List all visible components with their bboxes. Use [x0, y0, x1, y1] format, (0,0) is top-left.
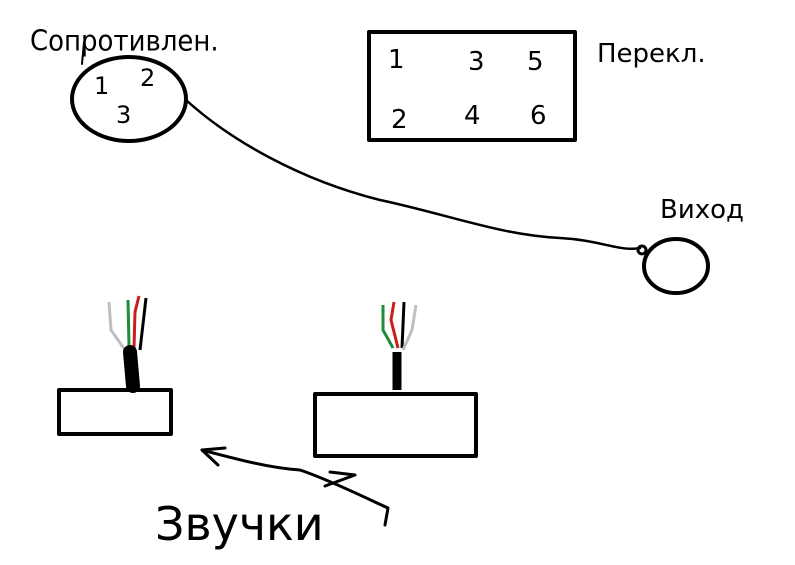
wire-red	[389, 301, 400, 349]
wire-gray	[107, 301, 127, 351]
switch-pin: 4	[464, 101, 481, 131]
wire-gray	[401, 304, 418, 351]
output-connector	[636, 244, 648, 256]
double-arrow-line	[200, 448, 390, 527]
speaker-right	[313, 392, 478, 458]
cable-bundle	[123, 345, 140, 393]
wire-black	[400, 301, 406, 349]
resistor-pin: 1	[94, 72, 109, 100]
wire-green	[381, 305, 395, 349]
wire-resistor-to-output	[184, 98, 642, 250]
wire-green	[126, 299, 131, 347]
switch-pin: 5	[527, 47, 544, 77]
switch-pin: 6	[530, 101, 547, 131]
switch-pin: 1	[388, 45, 405, 75]
resistor-label: Сопротивлен.	[30, 25, 219, 57]
resistor-pin: 2	[140, 64, 155, 92]
wire-red	[132, 295, 141, 349]
output-jack	[642, 237, 710, 295]
arrowhead-right	[323, 470, 357, 488]
resistor-pin: 3	[116, 101, 131, 129]
switch-pin: 3	[468, 47, 485, 77]
output-label: Виход	[660, 195, 744, 225]
speakers-label: Звучки	[155, 497, 324, 551]
switch-pin: 2	[391, 105, 408, 135]
resistor-label-pointer	[81, 41, 85, 65]
switch-label: Перекл.	[597, 39, 706, 69]
speaker-left	[57, 388, 173, 436]
wire-black	[138, 297, 148, 351]
switch-box	[367, 30, 577, 142]
arrowhead-left	[200, 446, 227, 467]
